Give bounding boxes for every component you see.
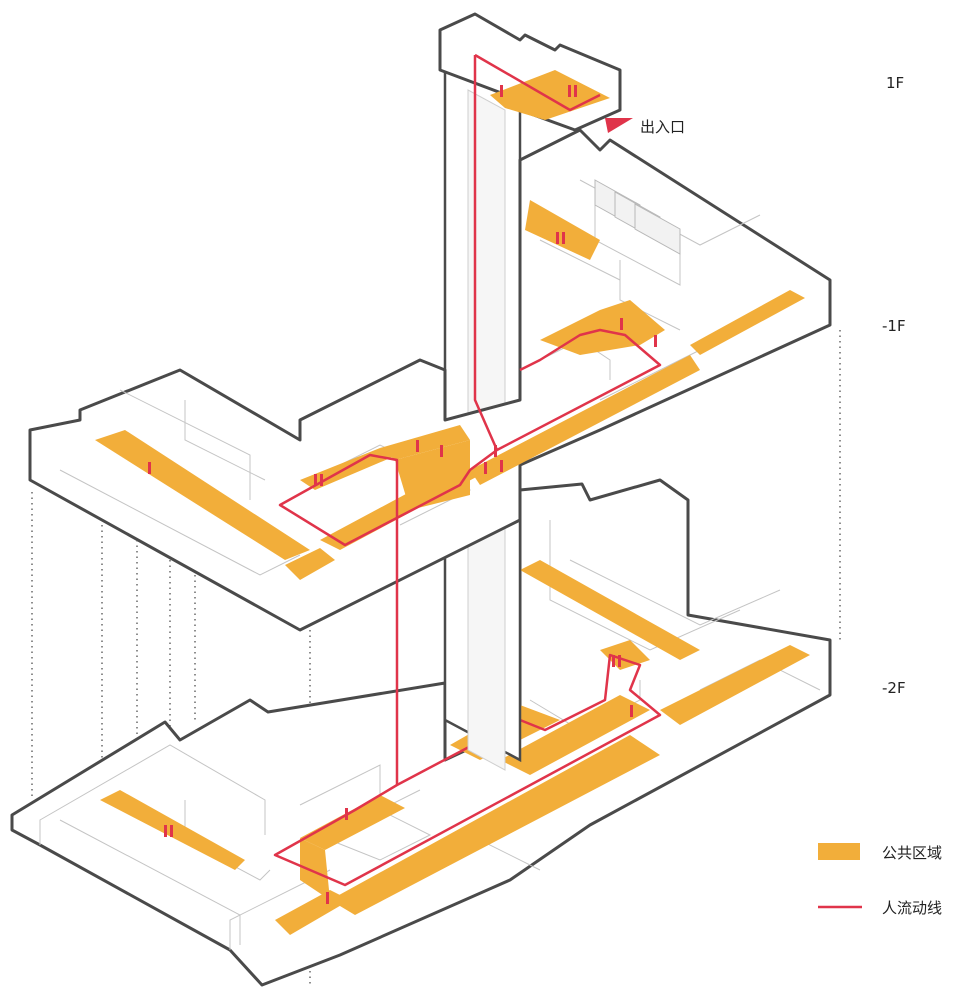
entrance-arrow-icon	[605, 118, 633, 133]
floor-1f	[438, 12, 622, 451]
legend-people-flow-label: 人流动线	[882, 899, 943, 917]
people-flow-1f	[473, 55, 499, 451]
people-flow-b2	[273, 653, 662, 887]
public-area-b2	[100, 560, 810, 935]
floor-b1-slab	[28, 128, 832, 632]
people-flow-1f-top	[474, 53, 601, 112]
people-flow-b1-west	[278, 448, 498, 785]
people-icons-b2	[164, 655, 633, 904]
public-area-1f	[490, 70, 610, 120]
floor-label-1f: 1F	[886, 74, 905, 92]
people-icons-b1	[148, 232, 657, 486]
floor-b1	[28, 128, 832, 785]
floor-label-b2: -2F	[882, 679, 906, 697]
legend-public-area-label: 公共区域	[882, 844, 943, 862]
legend-public-area-swatch	[818, 843, 860, 860]
floor-label-b1: -1F	[882, 317, 906, 335]
people-flow-b1	[496, 328, 662, 452]
entrance-label: 出入口	[640, 118, 686, 136]
floor-b2	[10, 478, 832, 987]
